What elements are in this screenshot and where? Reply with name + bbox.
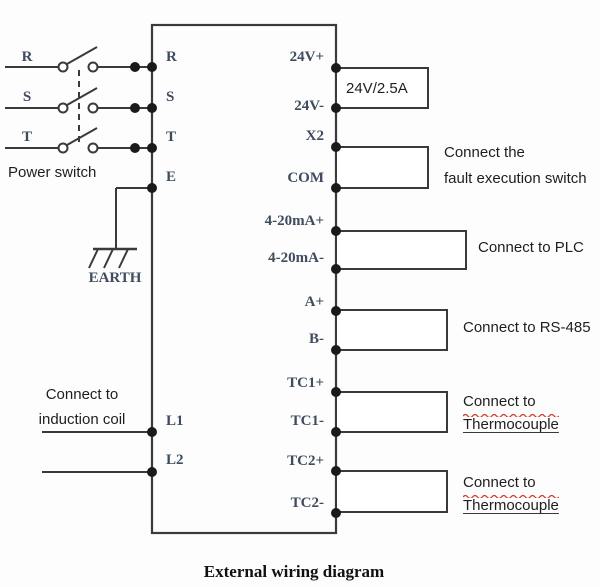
induction-coil-wiring <box>42 431 152 473</box>
earth-wiring <box>88 187 152 269</box>
thermocouple2-label: Connect to Thermocouple <box>463 471 559 517</box>
contact-s-2 <box>87 102 99 114</box>
earth-label: EARTH <box>88 270 142 286</box>
induction-coil-label: Connect to induction coil <box>28 382 136 432</box>
induction-coil-line2: induction coil <box>38 411 126 428</box>
main-unit-box <box>150 23 338 535</box>
earth-symbol-stroke-1 <box>88 248 99 269</box>
phase-label-r: R <box>21 49 33 65</box>
thermocouple1-box <box>335 391 448 433</box>
contact-s-1 <box>57 102 69 114</box>
induction-coil-line1: Connect to <box>45 386 119 403</box>
fault-switch-label: Connect the fault execution switch <box>444 140 587 192</box>
switch-contacts <box>57 61 99 154</box>
rs485-box <box>335 309 448 351</box>
power-switch-label: Power switch <box>8 164 97 181</box>
switch-lever-r <box>66 46 98 65</box>
switch-lever-t <box>66 127 98 146</box>
plc-label: Connect to PLC <box>478 239 584 256</box>
junction-dots <box>130 62 341 518</box>
earth-symbol-stroke-2 <box>103 248 114 269</box>
terminal-label-t: T <box>166 129 177 145</box>
fault-switch-line2: fault execution switch <box>444 170 587 187</box>
thermocouple2-line2: Thermocouple <box>463 494 559 517</box>
terminal-label-24v-plus: 24V+ <box>289 49 324 65</box>
power-supply-box <box>335 67 429 109</box>
plc-box <box>335 230 467 270</box>
phase-label-s: S <box>22 89 32 105</box>
terminal-label-tc2-plus: TC2+ <box>287 453 324 469</box>
thermocouple1-line2: Thermocouple <box>463 413 559 436</box>
terminal-label-b-minus: B- <box>309 331 324 347</box>
spellcheck-squiggle <box>463 413 559 417</box>
contact-r-2 <box>87 61 99 73</box>
thermocouple1-label: Connect to Thermocouple <box>463 390 559 436</box>
power-supply-label: 24V/2.5A <box>346 80 408 97</box>
earth-symbol-stroke-3 <box>118 248 129 269</box>
terminal-label-420ma-minus: 4-20mA- <box>268 250 324 266</box>
terminal-label-tc2-minus: TC2- <box>290 495 324 511</box>
terminal-label-l1: L1 <box>166 413 184 429</box>
thermocouple2-line1: Connect to <box>463 474 536 491</box>
terminal-label-tc1-plus: TC1+ <box>287 375 324 391</box>
power-switch-wiring <box>5 46 152 149</box>
terminal-label-tc1-minus: TC1- <box>290 413 324 429</box>
terminal-label-e: E <box>166 169 177 185</box>
contact-r-1 <box>57 61 69 73</box>
rs485-label: Connect to RS-485 <box>463 319 591 336</box>
terminal-label-x2: X2 <box>305 128 324 144</box>
diagram-caption: External wiring diagram <box>203 562 385 581</box>
contact-t-1 <box>57 142 69 154</box>
fault-switch-line1: Connect the <box>444 144 525 161</box>
spellcheck-squiggle <box>463 494 559 498</box>
phase-label-t: T <box>21 129 32 145</box>
switch-lever-s <box>66 87 98 106</box>
connector-boxes <box>335 67 467 513</box>
terminal-label-s: S <box>166 89 175 105</box>
fault-switch-box <box>335 146 429 189</box>
terminal-label-l2: L2 <box>166 452 184 468</box>
terminal-label-420ma-plus: 4-20mA+ <box>264 213 324 229</box>
terminal-label-com: COM <box>287 170 324 186</box>
thermocouple2-box <box>335 470 448 513</box>
terminal-label-r: R <box>166 49 177 65</box>
terminal-label-24v-minus: 24V- <box>294 98 324 114</box>
thermocouple1-line1: Connect to <box>463 393 536 410</box>
terminal-label-a-plus: A+ <box>304 294 324 310</box>
contact-t-2 <box>87 142 99 154</box>
